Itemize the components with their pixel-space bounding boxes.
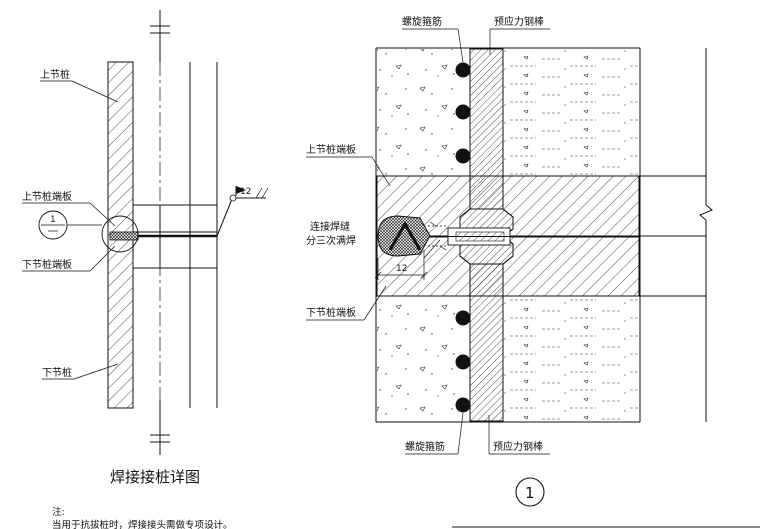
detail-number: 1	[525, 484, 535, 502]
label-prestressed-bar-top: 预应力钢棒	[494, 15, 544, 28]
label-upper-pile: 上节桩	[40, 68, 70, 81]
right-break-line	[640, 48, 713, 422]
left-callout-circle	[101, 215, 139, 253]
label-lower-end-plate-right: 下节桩端板	[306, 306, 356, 319]
section-callout-1: 1	[38, 210, 102, 240]
upper-concrete-inner	[503, 49, 639, 176]
lower-concrete-inner	[503, 296, 639, 421]
break-mark-top	[150, 10, 170, 62]
note-heading: 注:	[52, 506, 65, 518]
detail-number-circle	[515, 477, 545, 507]
label-lower-end-plate: 下节桩端板	[22, 258, 72, 271]
dim-12-label: 12	[396, 264, 407, 274]
right-section-detail: 12 螺旋箍筋 预应力钢棒 上节桩端板 连接焊缝 分三次满焊 下节桩端板 螺旋箍…	[306, 15, 760, 528]
prestressed-bar-upper	[469, 48, 504, 210]
callout-number: 1	[50, 215, 56, 225]
spiral-stirrups	[455, 62, 471, 413]
label-spiral-stirrup-bottom: 螺旋箍筋	[405, 440, 445, 453]
lower-concrete-outer	[377, 296, 465, 421]
weld-symbol: 12	[216, 186, 269, 237]
label-weld-line2: 分三次满焊	[306, 234, 356, 247]
prestressed-bar-lower	[469, 263, 504, 422]
label-spiral-stirrup-top: 螺旋箍筋	[402, 15, 442, 28]
upper-concrete-outer	[377, 49, 465, 176]
label-upper-end-plate: 上节桩端板	[22, 190, 72, 203]
left-detail-title: 焊接接桩详图	[110, 468, 200, 486]
label-prestressed-bar-bottom: 预应力钢棒	[493, 440, 543, 453]
dimension-12: 12	[374, 239, 441, 280]
note-line1: 当用于抗拔桩时，焊接接头需做专项设计。	[52, 519, 233, 529]
break-mark-bottom	[150, 400, 170, 455]
label-upper-end-plate-right: 上节桩端板	[306, 143, 356, 156]
left-weld-detail: 12 上节桩 上节桩端板 1 下节桩端板 下节桩 焊接接桩详图 注: 当用于抗拔…	[22, 10, 269, 529]
label-weld-line1: 连接焊缝	[310, 220, 350, 233]
label-lower-pile: 下节桩	[42, 366, 72, 379]
weld-size-label: 12	[240, 187, 251, 197]
left-weld-seam	[109, 231, 139, 241]
connection-weld	[377, 215, 448, 257]
